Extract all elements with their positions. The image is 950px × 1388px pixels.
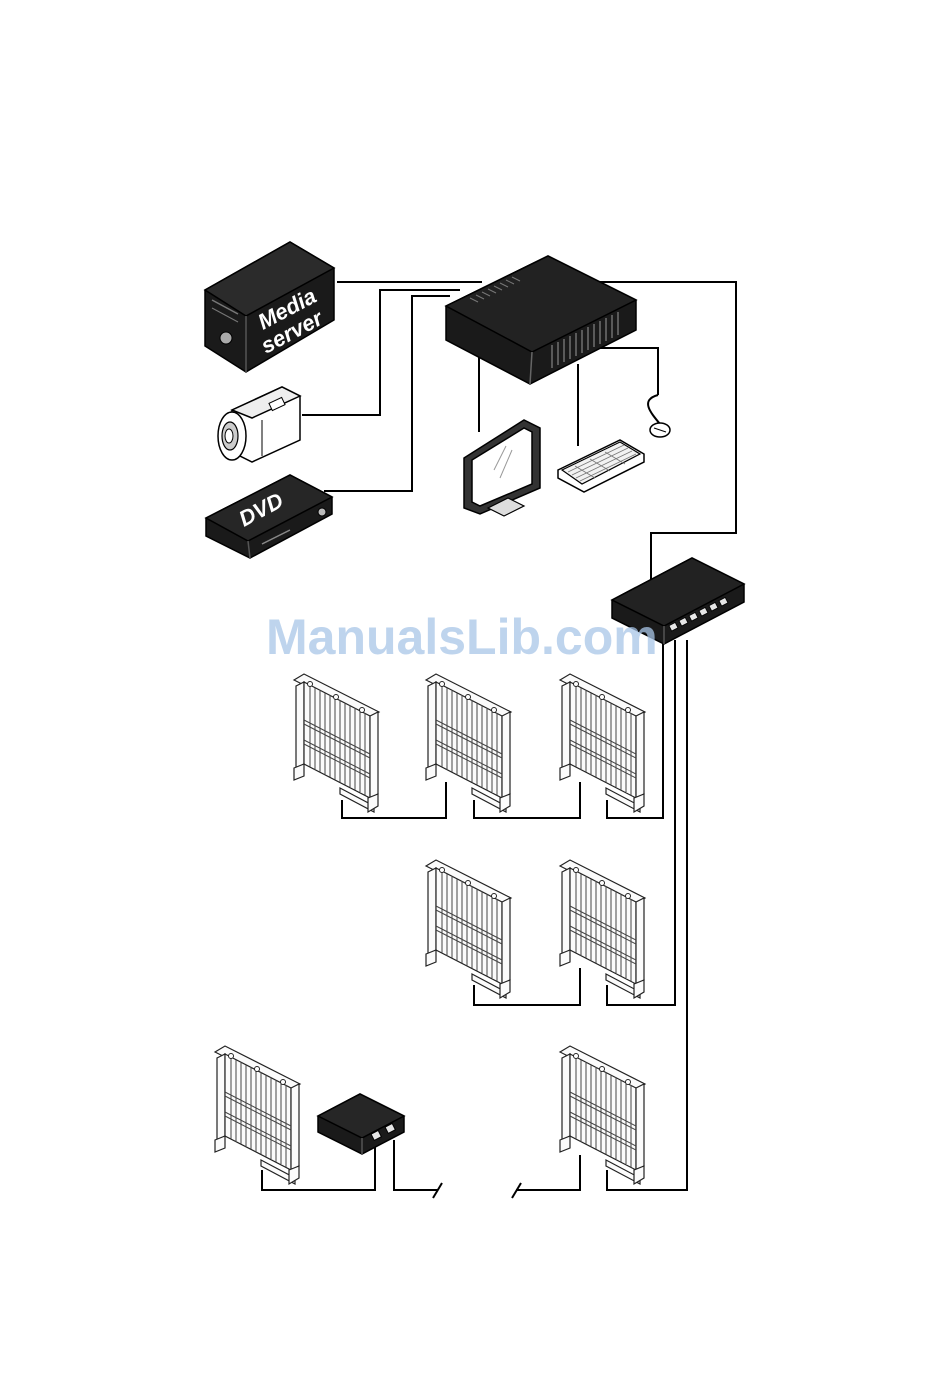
mouse-icon xyxy=(648,395,670,437)
monitor-icon xyxy=(464,420,540,516)
led-panel-icon xyxy=(426,860,511,998)
processor-unit-icon xyxy=(446,256,636,384)
led-panel-icon xyxy=(560,860,645,998)
media-server-icon: Media server xyxy=(205,242,334,372)
dvd-player-icon: DVD xyxy=(206,475,332,558)
led-panel-icon xyxy=(215,1046,300,1184)
camcorder-icon xyxy=(218,387,300,462)
junction-box-icon xyxy=(318,1094,404,1154)
led-panel-icon xyxy=(560,674,645,812)
watermark-text: ManualsLib.com xyxy=(266,608,658,666)
led-panel-icon xyxy=(560,1046,645,1184)
led-panel-icon xyxy=(426,674,511,812)
led-panels xyxy=(215,674,645,1184)
keyboard-icon xyxy=(558,440,644,492)
led-panel-icon xyxy=(294,674,379,812)
